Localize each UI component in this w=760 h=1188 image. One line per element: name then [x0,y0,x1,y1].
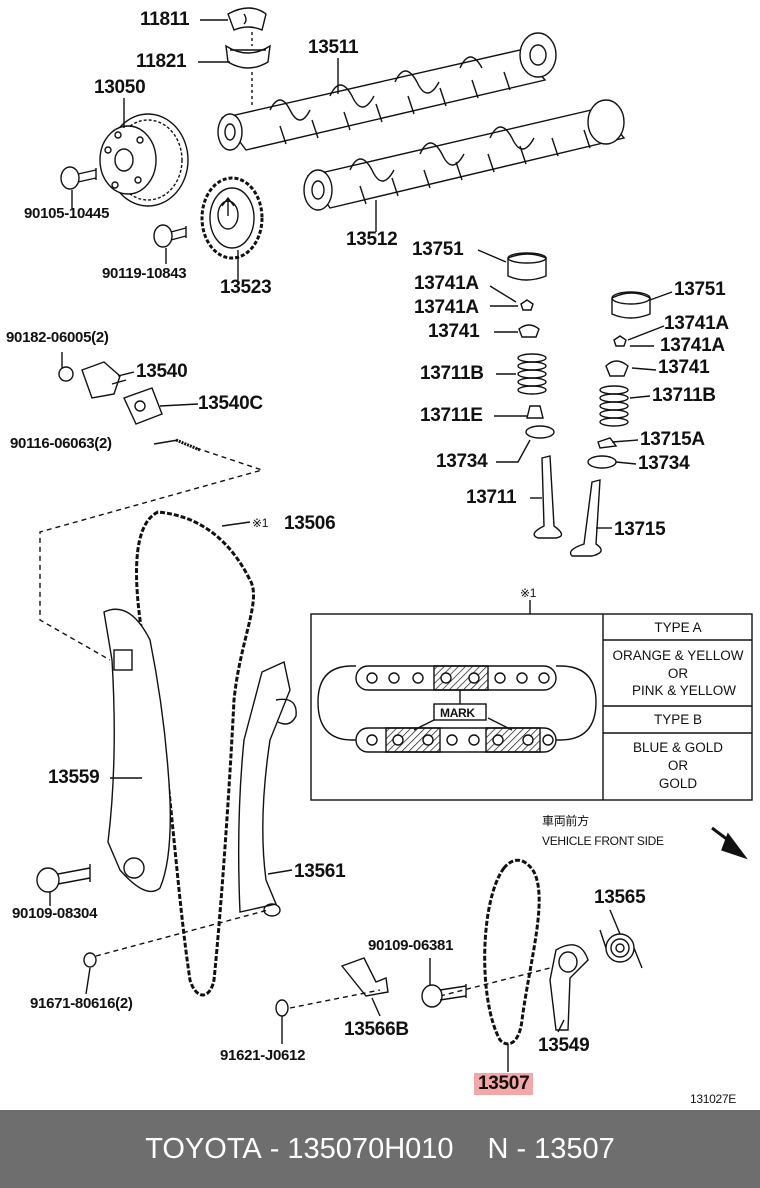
label-90109-06381: 90109-06381 [368,937,454,954]
label-13751-left: 13751 [412,239,464,260]
type-b-color-1: BLUE & GOLD [632,740,724,755]
footer-brand: TOYOTA [145,1132,262,1165]
retainer-left [518,324,540,338]
label-13506: 13506 [284,513,336,534]
footer-ref-number: 13507 [534,1132,615,1165]
label-13511: 13511 [308,37,359,58]
camshaft-13512 [303,99,626,211]
label-91621-j0612: 91621-J0612 [220,1047,306,1064]
label-13734-left: 13734 [436,451,488,472]
label-13711: 13711 [466,487,517,508]
label-13512: 13512 [346,229,398,250]
label-13506-ref: ※1 [252,516,269,530]
label-13507-highlighted[interactable]: 13507 [474,1073,534,1095]
type-a-color-2: PINK & YELLOW [631,683,737,698]
oil-pump-chain-13507 [483,858,541,1046]
label-13741a-right-2: 13741A [660,335,725,356]
label-13566b: 13566B [344,1019,409,1040]
footer-n: N [487,1132,509,1165]
type-b-header: TYPE B [653,712,702,727]
type-a-color-1: ORANGE & YELLOW [612,648,744,663]
footer-part-number: 135070H010 [287,1132,454,1165]
label-13565: 13565 [594,887,646,908]
label-13715a: 13715A [640,429,705,450]
footer-bar: TOYOTA - 135070H010 N - 13507 [0,1110,760,1188]
label-13523: 13523 [220,277,272,298]
footer-sep-2: - [516,1132,527,1165]
valve-13715 [569,479,602,557]
label-13540c: 13540C [198,393,263,414]
label-13741a-left-1: 13741A [414,273,479,294]
type-a-color-or: OR [667,666,689,681]
label-11821: 11821 [136,51,187,72]
keeper-left-1 [520,299,534,311]
mark-label: MARK [440,706,475,720]
sprocket-13523 [200,176,264,260]
type-b-color-or: OR [667,758,689,773]
detail-ref: ※1 [520,586,537,600]
parts-diagram [36,7,753,1072]
label-90109-08304: 90109-08304 [12,905,98,922]
label-90119-10843: 90119-10843 [102,265,187,282]
valve-lifter-left [507,252,547,281]
label-13711b-right: 13711B [652,385,716,406]
label-13549: 13549 [538,1035,590,1056]
timing-chain-13506 [135,510,255,997]
label-13711e: 13711E [420,405,483,426]
chain-detail-illustration [317,665,597,753]
type-b-color-2: GOLD [658,776,698,791]
damper-13549 [549,944,589,1031]
label-90182-06005: 90182-06005(2) [6,329,109,346]
label-13715: 13715 [614,519,666,540]
vvt-gear-13050 [99,113,189,207]
bolt-90109-06381 [421,984,443,1008]
label-11811: 11811 [140,9,190,30]
bolt-90105 [60,166,97,190]
label-13559: 13559 [48,767,100,788]
chain-slipper-13561 [237,661,297,917]
bearing-11821 [225,44,271,69]
valve-13711 [533,455,563,539]
label-13741a-right-1: 13741A [664,313,729,334]
chain-guide-13559 [103,608,171,893]
label-13741a-left-2: 13741A [414,297,479,318]
footer-sep-1: - [269,1132,280,1165]
label-13561: 13561 [294,861,346,882]
seal-left [526,405,544,419]
front-arrow-icon [711,826,748,860]
bolt-91621 [275,999,289,1017]
washer-left [525,425,555,439]
bolt-91671 [83,952,97,968]
label-13050: 13050 [94,77,146,98]
nut-90182 [58,366,74,382]
spring-right [599,385,629,427]
bolt-90109-08304 [36,867,60,893]
label-13711b-left: 13711B [420,363,484,384]
type-a-header: TYPE A [654,620,702,635]
gasket-13540c [123,387,163,425]
front-label-jp: 車両前方 [542,814,589,828]
spring-left [517,353,547,395]
tensioner-13540 [81,361,127,399]
figure-code: 131027E [690,1092,736,1106]
label-90105-10445: 90105-10445 [24,205,110,222]
bolt-90119 [153,224,187,248]
label-13751-right: 13751 [674,279,726,300]
label-13734-right: 13734 [638,453,690,474]
bearing-11811 [227,7,267,31]
camshaft-13511 [217,32,557,151]
label-13540: 13540 [136,361,188,382]
label-13741-right: 13741 [658,357,710,378]
label-13741-left: 13741 [428,321,480,342]
front-label-en: VEHICLE FRONT SIDE [542,834,664,848]
label-90116-06063: 90116-06063(2) [10,435,112,452]
spring-13565 [599,929,643,969]
plate-13566b [340,957,389,997]
label-91671-80616: 91671-80616(2) [30,995,133,1012]
valve-lifter-right [611,291,651,319]
